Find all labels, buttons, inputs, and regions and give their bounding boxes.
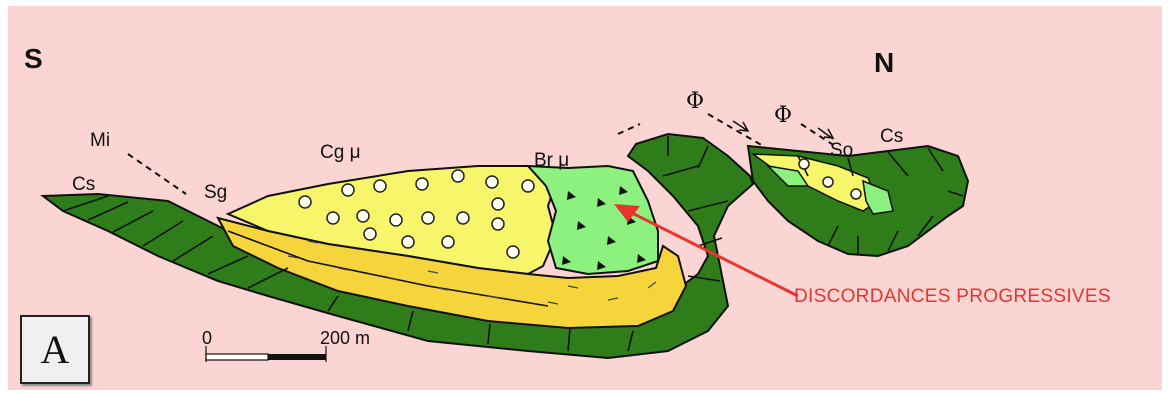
unit-label-so: So [830,140,853,161]
unit-label-cs-right: Cs [880,126,903,147]
unit-label-mi: Mi [90,130,110,151]
panel-label-box: A [20,315,90,384]
south-label: S [24,43,43,74]
unit-label-sg: Sg [204,182,227,203]
panel-label: A [41,326,70,373]
north-label: N [874,47,894,78]
unit-label-br: Br μ [534,150,569,171]
scale-bar-end: 200 m [320,328,370,348]
geologic-cross-section: S N Cs Mi Sg Cg μ Br μ So Cs Φ Φ DISCORD… [8,6,1162,390]
scale-bar: 0 200 m [202,328,370,362]
fault-symbol-phi-1: Φ [686,89,704,114]
figure-frame: S N Cs Mi Sg Cg μ Br μ So Cs Φ Φ DISCORD… [8,6,1162,390]
unit-label-cs-left: Cs [72,174,95,195]
scale-bar-zero: 0 [202,328,212,348]
annotation-label: DISCORDANCES PROGRESSIVES [794,286,1111,307]
fault-symbol-phi-2: Φ [774,103,792,128]
unit-label-cg: Cg μ [320,142,361,163]
